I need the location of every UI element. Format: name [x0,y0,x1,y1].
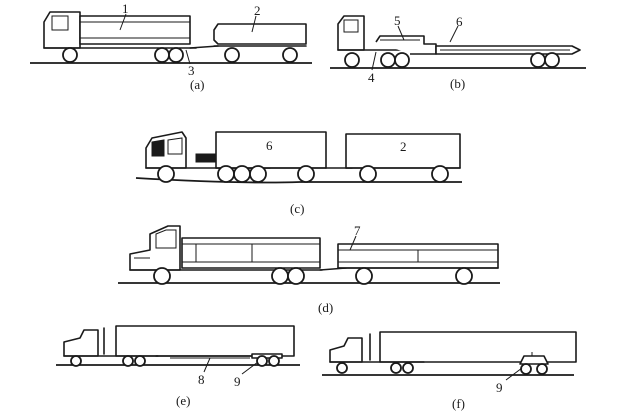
gooseneck [375,35,437,55]
wheel [530,52,546,68]
wheel [380,52,396,68]
wheel [394,52,410,68]
label-8: 8 [198,372,205,387]
label-5: 5 [394,13,401,28]
panel-c: 6 2 (c) [135,131,462,216]
wheel [157,165,175,183]
wheel [431,165,449,183]
wheel [62,47,78,63]
panel-e: 8 9 (e) [56,325,300,408]
wheel [355,267,373,285]
wheel [153,267,171,285]
caption-a: (a) [190,77,204,92]
caption-d: (d) [318,300,333,315]
trailer-cargo-body [213,23,307,45]
label-6: 6 [456,14,463,29]
label-7: 7 [354,223,361,238]
trailer-body [345,133,461,169]
truck-cargo-body [79,15,191,45]
label-3: 3 [188,63,195,78]
label-9: 9 [234,374,241,389]
wheel [134,355,146,367]
wheel [154,47,170,63]
wheel [282,47,298,63]
caption-c: (c) [290,201,304,216]
wheel [297,165,315,183]
wheel [544,52,560,68]
wheel [224,47,240,63]
wheel [359,165,377,183]
wheel [233,165,251,183]
long-load [115,325,295,357]
wheel [70,355,82,367]
wheel [217,165,235,183]
label-9: 9 [496,380,503,395]
wheel [390,362,402,374]
wheel [536,363,548,375]
semitrailer-body [215,131,327,169]
truck-cargo-body [181,237,321,269]
wheel [268,355,280,367]
wheel [520,363,532,375]
tractor-cab [329,337,363,363]
panel-f: 9 (f) [322,331,577,411]
caption-e: (e) [176,393,190,408]
panel-b: 5 6 4 (b) [330,13,586,91]
label-2: 2 [400,139,407,154]
wheel [287,267,305,285]
label-6: 6 [266,138,273,153]
truck-cab [129,225,181,271]
wheel [168,47,184,63]
wheel [344,52,360,68]
long-load [379,331,577,363]
tractor-cab [63,329,99,357]
label-4: 4 [368,70,375,85]
caption-f: (f) [452,396,465,411]
cab-window [51,15,69,31]
caption-b: (b) [450,76,465,91]
tractor-cab [337,15,365,51]
panel-d: 7 (d) [118,223,500,315]
wheel [122,355,134,367]
panel-a: 1 2 3 (a) [30,1,312,92]
wheel [402,362,414,374]
label-1: 1 [122,1,129,16]
wheel [249,165,267,183]
wheel [455,267,473,285]
wheel [271,267,289,285]
wheel [336,362,348,374]
wheel [256,355,268,367]
rear-bogie [519,355,549,365]
label-2: 2 [254,3,261,18]
